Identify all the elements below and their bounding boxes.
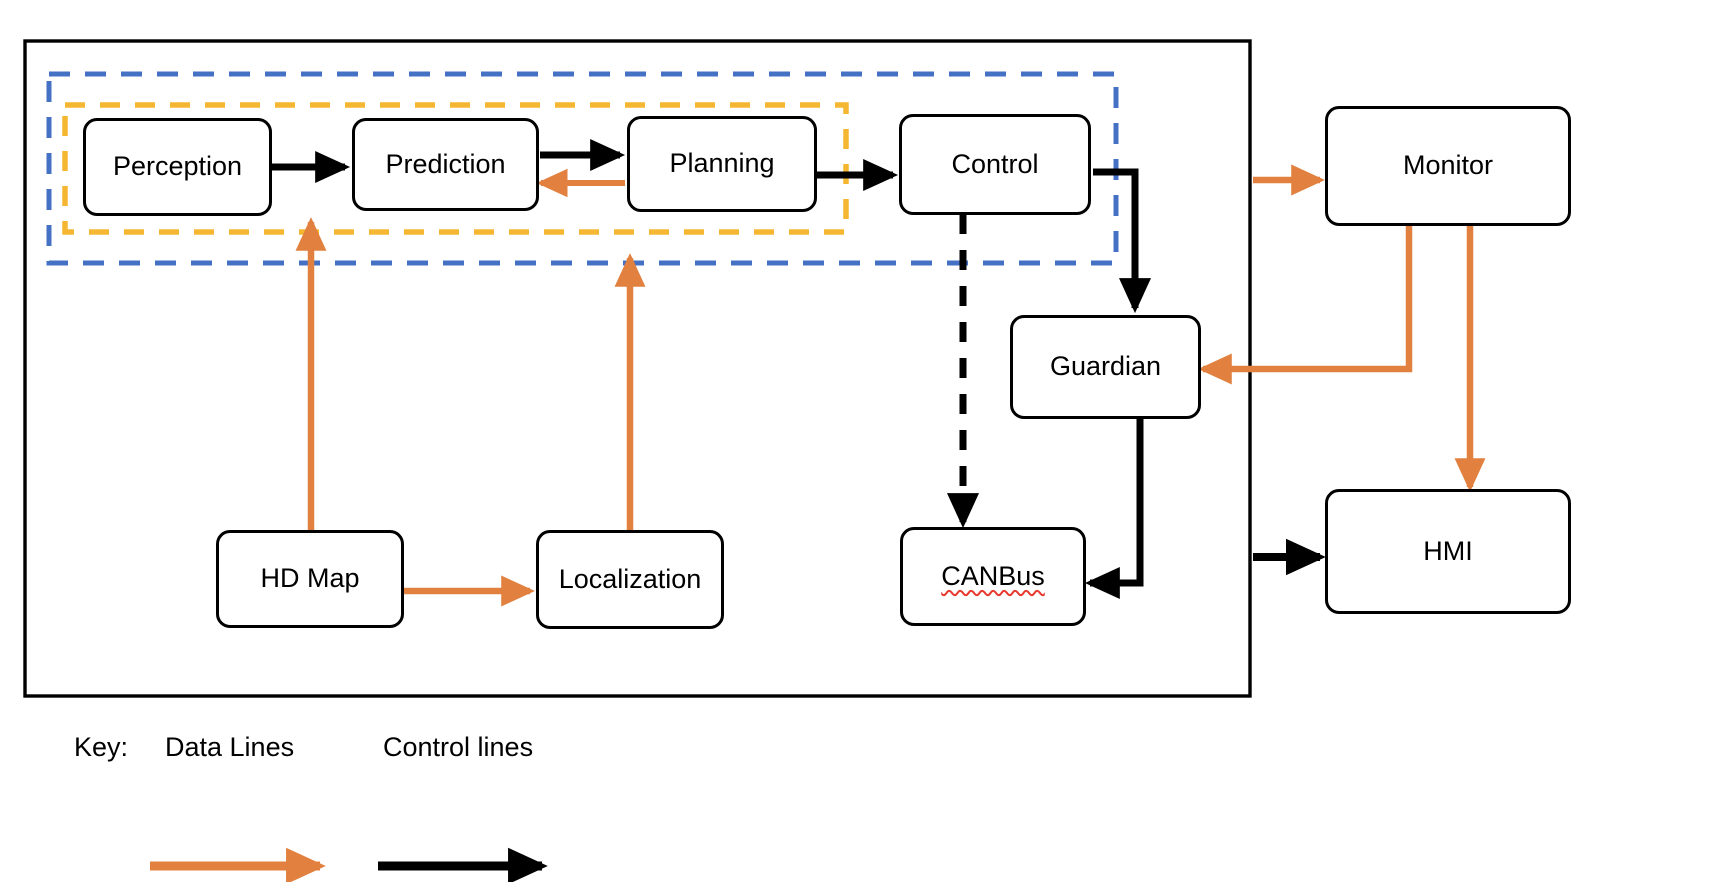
- node-label-perception: Perception: [112, 151, 243, 182]
- node-perception[interactable]: Perception: [83, 118, 272, 216]
- legend-item-control-lines: Control lines: [383, 732, 534, 762]
- legend-item-data-lines: Data Lines: [165, 732, 295, 762]
- node-label-control: Control: [951, 148, 1039, 179]
- legend-key-label: Key:: [74, 732, 129, 762]
- node-control[interactable]: Control: [899, 114, 1091, 215]
- node-label-guardian: Guardian: [1049, 351, 1162, 382]
- node-label-monitor: Monitor: [1402, 150, 1494, 181]
- node-label-hmi: HMI: [1423, 535, 1473, 566]
- node-label-hd-map: HD Map: [260, 563, 360, 594]
- node-guardian[interactable]: Guardian: [1010, 315, 1201, 419]
- node-canbus[interactable]: CANBus: [900, 527, 1086, 626]
- node-label-planning: Planning: [669, 148, 775, 179]
- group-boundary-yellow: [62, 102, 849, 235]
- node-label-localization: Localization: [558, 563, 702, 594]
- node-label-canbus: CANBus: [941, 560, 1045, 591]
- node-planning[interactable]: Planning: [627, 116, 817, 212]
- node-prediction[interactable]: Prediction: [352, 118, 539, 211]
- edge-guardian-canbus: [1084, 418, 1144, 600]
- node-label-prediction: Prediction: [385, 148, 506, 179]
- edge-monitor-guardian: [1198, 226, 1413, 385]
- node-monitor[interactable]: Monitor: [1325, 106, 1571, 226]
- node-hd-map[interactable]: HD Map: [216, 530, 404, 628]
- node-hmi[interactable]: HMI: [1325, 489, 1571, 614]
- node-localization[interactable]: Localization: [536, 530, 724, 629]
- edge-control-guardian: [1093, 168, 1152, 314]
